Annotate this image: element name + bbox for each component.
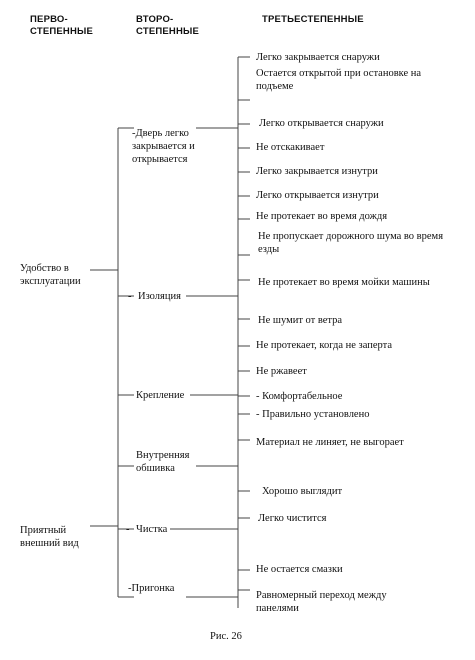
secondary-prefix: - bbox=[132, 128, 136, 139]
primary-label-line: Приятный bbox=[20, 525, 67, 536]
header-secondary: ВТОРО- СТЕПЕННЫЕ bbox=[136, 14, 199, 38]
secondary-lining: Внутренняя обшивка bbox=[136, 449, 189, 475]
secondary-door: -Дверь легко закрывается и открывается bbox=[132, 127, 195, 166]
tertiary-item: Равномерный переход между панелями bbox=[256, 590, 387, 614]
primary-usability: Удобство в эксплуатации bbox=[20, 262, 81, 288]
secondary-prefix: - bbox=[128, 291, 132, 302]
tertiary-item: Не пропускает дорожного шума во время ез… bbox=[258, 231, 444, 255]
tertiary-item: Не протекает, когда не заперта bbox=[256, 340, 392, 351]
secondary-label-line: закрывается и bbox=[132, 141, 195, 152]
tertiary-item: Легко закрывается снаружи bbox=[256, 52, 380, 63]
secondary-insulation: -Изоляция bbox=[128, 290, 181, 303]
secondary-label-line: обшивка bbox=[136, 463, 175, 474]
tertiary-item: - Правильно установлено bbox=[256, 409, 370, 420]
tertiary-item: Легко открывается снаружи bbox=[259, 118, 384, 129]
tertiary-item: Хорошо выглядит bbox=[262, 486, 343, 497]
secondary-label-line: открывается bbox=[132, 154, 188, 165]
primary-appearance: Приятный внешний вид bbox=[20, 524, 79, 550]
tertiary-item: Легко чистится bbox=[258, 513, 327, 524]
tertiary-item: Легко открывается изнутри bbox=[256, 190, 379, 201]
secondary-fitting: -Пригонка bbox=[128, 582, 174, 595]
primary-label-line: внешний вид bbox=[20, 538, 79, 549]
tertiary-item: Не остается смазки bbox=[256, 564, 343, 575]
secondary-prefix: - bbox=[128, 583, 132, 594]
tertiary-item: Не протекает во время мойки машины bbox=[258, 277, 430, 288]
header-secondary-line: ВТОРО- bbox=[136, 14, 174, 25]
secondary-label-line: Изоляция bbox=[138, 291, 181, 302]
secondary-label-line: Пригонка bbox=[131, 583, 175, 594]
secondary-label-line: Чистка bbox=[136, 524, 168, 535]
secondary-prefix: - bbox=[126, 524, 130, 535]
tertiary-item: Остается открытой при остановке на подъе… bbox=[256, 68, 422, 92]
primary-label-line: эксплуатации bbox=[20, 276, 81, 287]
tertiary-item: Легко закрывается изнутри bbox=[256, 166, 378, 177]
secondary-label-line: Внутренняя bbox=[136, 450, 190, 461]
header-primary: ПЕРВО- СТЕПЕННЫЕ bbox=[30, 14, 93, 38]
tertiary-item: Не отскакивает bbox=[256, 142, 325, 153]
secondary-label-line: Крепление bbox=[136, 390, 185, 401]
tertiary-item: Материал не линяет, не выгорает bbox=[256, 437, 404, 448]
header-primary-line: СТЕПЕННЫЕ bbox=[30, 26, 94, 37]
primary-label-line: Удобство в bbox=[20, 263, 69, 274]
header-primary-line: ПЕРВО- bbox=[30, 14, 68, 25]
secondary-fastening: Крепление bbox=[136, 389, 184, 402]
secondary-cleaning: -Чистка bbox=[126, 523, 167, 536]
header-tertiary: ТРЕТЬЕСТЕПЕННЫЕ bbox=[262, 14, 364, 25]
figure-caption: Рис. 26 bbox=[210, 631, 242, 642]
tertiary-item: - Комфортабельное bbox=[256, 391, 343, 402]
header-secondary-line: СТЕПЕННЫЕ bbox=[136, 26, 200, 37]
tertiary-item: Не ржавеет bbox=[256, 366, 307, 377]
secondary-label-line: Дверь легко bbox=[135, 128, 189, 139]
tertiary-item: Не протекает во время дождя bbox=[256, 211, 388, 222]
tertiary-item: Не шумит от ветра bbox=[258, 315, 343, 326]
